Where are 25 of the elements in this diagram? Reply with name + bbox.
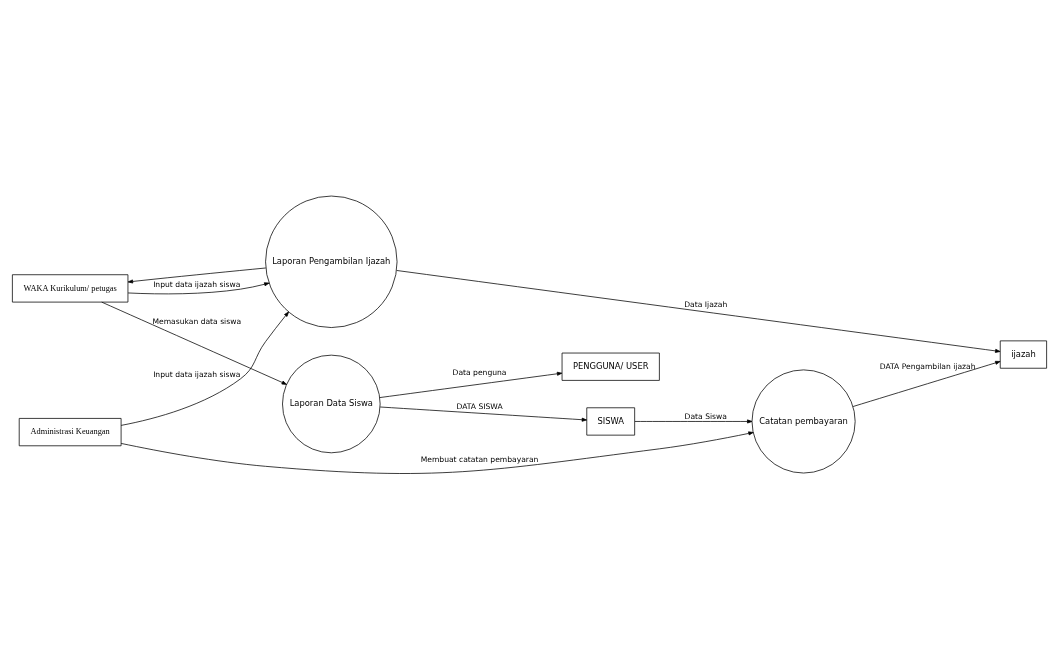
arrow (396, 269, 1001, 353)
node-box: SISWA (586, 406, 636, 436)
node-circle: Catatan pembayaran (751, 369, 856, 473)
edge-label: Memasukan data siswa (152, 316, 242, 326)
node-box: ijazah (999, 340, 1047, 369)
edge-label: Data Siswa (684, 411, 727, 421)
arrow (379, 406, 588, 422)
edge-label: Data Ijazah (684, 299, 728, 309)
arrow (127, 281, 270, 294)
node-box: PENGGUNA/ USER (561, 352, 660, 381)
edge-label: DATA Pengambilan ijazah (879, 361, 976, 371)
node-box: WAKA Kurikulum/ petugas (12, 273, 129, 302)
arrow (127, 267, 267, 283)
arrow (101, 301, 287, 385)
arrow (379, 371, 563, 398)
edge-label: Input data ijazah siswa (153, 279, 241, 289)
edge-label: Membuat catatan pembayaran (420, 454, 539, 464)
edge-label: DATA SISWA (456, 401, 503, 411)
arrow (120, 311, 289, 426)
edge-label: Input data ijazah siswa (153, 369, 241, 379)
edge-label: Data penguna (452, 367, 507, 377)
node-box: Administrasi Keuangan (18, 417, 122, 446)
arrow (120, 430, 754, 474)
arrow (634, 419, 753, 423)
arrow (852, 360, 1001, 407)
